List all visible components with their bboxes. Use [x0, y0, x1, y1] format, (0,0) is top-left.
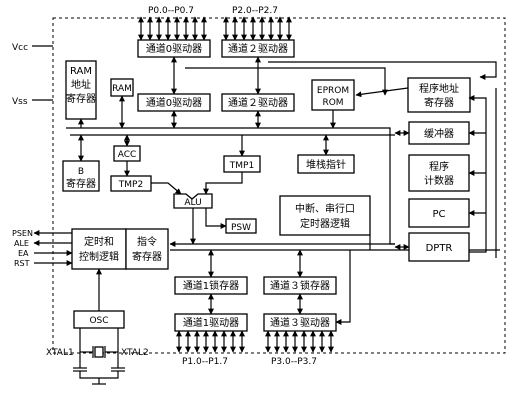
rom-label: ROM: [322, 98, 343, 108]
p3-driver-label: 通道３驱动器: [270, 316, 330, 329]
dptr-block: DPTR: [408, 232, 470, 262]
ram-address-register-block: RAM 地址 寄存器: [65, 60, 97, 120]
instr-line1: 指令: [137, 235, 157, 248]
p2-pin-arrows: [223, 16, 292, 41]
p3-latch-block: 通道３锁存器: [263, 276, 337, 295]
p2-to-prog-addr-bus: [268, 61, 497, 80]
right-feedback-bus-inner: [468, 95, 487, 253]
p2-port-label: P2.0--P2.7: [232, 6, 278, 16]
pc-incr-line2: 计数器: [424, 174, 454, 187]
p3-pin-arrows: [265, 330, 334, 353]
p3-latch-label: 通道３锁存器: [270, 279, 330, 292]
alu-to-psw: [205, 208, 227, 229]
acc-label: ACC: [118, 150, 137, 160]
prog-addr-line1: 程序地址: [419, 82, 459, 95]
ram-addr-line3: 寄存器: [66, 92, 96, 105]
acc-block: ACC: [113, 145, 141, 162]
xtal2-pin-label: XTAL2: [121, 348, 149, 358]
interrupt-serial-timer-block: 中断、串行口 定时器逻辑: [279, 195, 371, 236]
p0-driver-top-label: 通道0驱动器: [146, 42, 202, 55]
stack-pointer-label: 堆栈指针: [306, 158, 346, 171]
psw-label: PSW: [231, 223, 251, 233]
p0-pin-arrows: [138, 16, 207, 41]
chip-boundary: [52, 17, 506, 354]
b-register-block: B 寄存器: [62, 160, 100, 192]
program-counter-incrementer-block: 程序 计数器: [408, 154, 470, 192]
prog-addr-to-eprom: [355, 87, 409, 98]
vcc-pin-label: Vcc: [12, 43, 28, 53]
instr-line2: 寄存器: [132, 250, 162, 263]
psen-pin-label: PSEN: [12, 229, 33, 238]
tmp1-label: TMP1: [229, 161, 254, 171]
buffer-label: 缓冲器: [424, 127, 454, 140]
p0-port-label: P0.0--P0.7: [148, 6, 194, 16]
p1-pin-arrows: [176, 330, 245, 353]
ram-label: RAM: [112, 84, 132, 94]
eprom-rom-block: EPROM ROM: [311, 79, 355, 111]
stack-pointer-block: 堆栈指针: [297, 154, 355, 174]
interrupt-line1: 中断、串行口: [295, 202, 355, 215]
osc-label: OSC: [89, 316, 108, 326]
p1-port-label: P1.0--P1.7: [182, 357, 228, 367]
crystal-circuit: [73, 328, 125, 385]
tmp1-block: TMP1: [223, 155, 261, 173]
pc-incr-line1: 程序: [429, 160, 449, 173]
tmp1-to-alu: [203, 172, 243, 195]
p1-latch-label: 通道1锁存器: [183, 279, 239, 292]
eprom-label: EPROM: [317, 86, 349, 96]
p0-driver-mid-block: 通道0驱动器: [137, 93, 211, 112]
p0-driver-mid-label: 通道0驱动器: [146, 96, 202, 109]
p0-to-eprom-bus: [185, 67, 388, 96]
b-reg-line2: 寄存器: [66, 177, 96, 190]
alu-label: ALU: [184, 198, 201, 208]
pc-block: PC: [408, 198, 470, 228]
timing-control-block: 定时和 控制逻辑: [71, 228, 127, 270]
p3-driver-block: 通道３驱动器: [263, 313, 337, 332]
program-address-register-block: 程序地址 寄存器: [407, 77, 471, 113]
buffer-block: 缓冲器: [408, 121, 470, 145]
p1-driver-block: 通道1驱动器: [174, 313, 248, 332]
alu-block: ALU: [173, 193, 213, 209]
prog-addr-line2: 寄存器: [424, 96, 454, 109]
pc-label: PC: [432, 209, 445, 220]
p2-driver-mid-label: 通道２驱动器: [228, 96, 288, 109]
p3-port-label: P3.0--P3.7: [271, 357, 317, 367]
dptr-label: DPTR: [426, 243, 453, 254]
xtal1-pin-label: XTAL1: [46, 348, 74, 358]
ram-block: RAM: [110, 78, 134, 97]
vss-pin-label: Vss: [12, 97, 28, 107]
ram-addr-line1: RAM: [70, 66, 92, 77]
tmp2-to-alu: [151, 182, 182, 195]
p0-driver-top-block: 通道0驱动器: [137, 39, 211, 58]
tmp2-label: TMP2: [118, 180, 143, 190]
ea-pin-label: EA: [18, 249, 29, 258]
ale-pin-label: ALE: [14, 239, 29, 248]
ram-addr-line2: 地址: [71, 78, 91, 91]
b-reg-line1: B: [78, 167, 84, 177]
osc-block: OSC: [73, 310, 125, 329]
rst-pin-label: RST: [14, 259, 30, 268]
timing-line2: 控制逻辑: [79, 250, 119, 263]
p2-driver-mid-block: 通道２驱动器: [221, 93, 295, 112]
psw-block: PSW: [225, 218, 257, 234]
p2-driver-top-block: 通道２驱动器: [221, 39, 295, 58]
instruction-register-block: 指令 寄存器: [125, 228, 169, 270]
p2-driver-top-label: 通道２驱动器: [228, 42, 288, 55]
p1-driver-label: 通道1驱动器: [183, 316, 239, 329]
tmp2-block: TMP2: [110, 175, 152, 192]
p1-latch-block: 通道1锁存器: [174, 276, 248, 295]
interrupt-line2: 定时器逻辑: [300, 217, 350, 230]
timing-line1: 定时和: [84, 235, 114, 248]
interrupt-to-p3: [335, 250, 351, 325]
